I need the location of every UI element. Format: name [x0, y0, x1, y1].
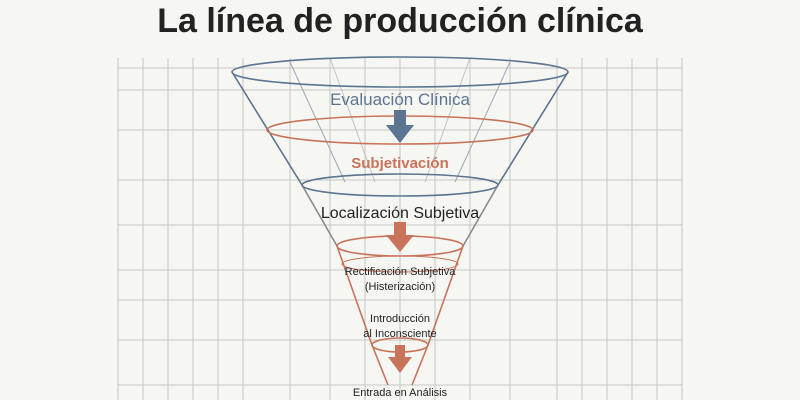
arrow-down-icon: [386, 222, 414, 252]
stage-label-evaluacion: Evaluación Clínica: [330, 90, 470, 109]
stage-label-localizacion: Localización Subjetiva: [321, 205, 479, 222]
stage-label-introduccion-line1: Introducción: [370, 313, 430, 325]
stage-label-introduccion-line2: al Inconsciente: [363, 328, 436, 340]
arrow-down-icon: [388, 345, 412, 373]
stage-label-rectificacion-line1: Rectificación Subjetiva: [345, 266, 457, 278]
background-grid: [117, 58, 683, 400]
arrow-down-icon: [386, 110, 414, 143]
stage-label-rectificacion-line2: (Histerización): [365, 281, 435, 293]
stage-label-entrada: Entrada en Análisis: [353, 387, 448, 399]
stage-label-subjetivacion: Subjetivación: [351, 155, 449, 172]
page-title: La línea de producción clínica: [157, 2, 644, 40]
